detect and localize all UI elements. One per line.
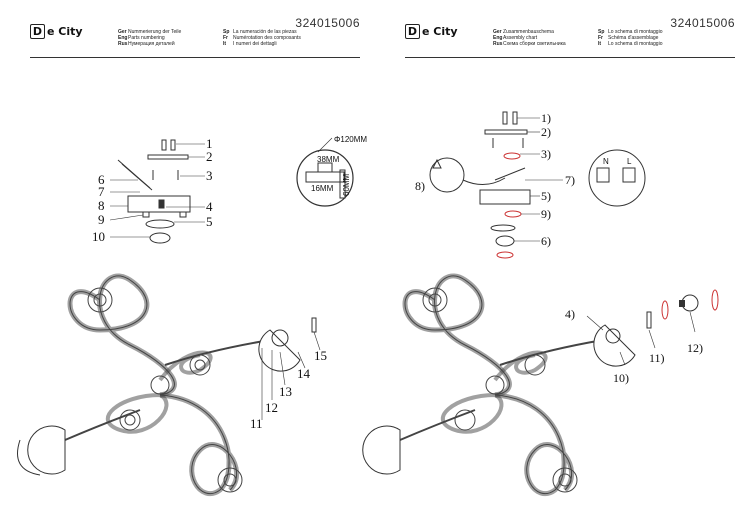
lamp-shade-exploded <box>593 289 719 367</box>
header-rule <box>405 57 735 58</box>
screw-part <box>161 139 167 151</box>
logo-glyph: D <box>405 24 420 39</box>
screw-part <box>170 139 176 151</box>
step-label: 2) <box>541 125 551 139</box>
step-label: 12) <box>687 341 703 355</box>
lamp-shade-right <box>258 317 317 372</box>
part-label: 8 <box>98 198 105 213</box>
chandelier-drawing <box>399 273 604 497</box>
part-label: 15 <box>314 348 327 363</box>
dimension-height: 60MM <box>342 173 351 196</box>
canopy-exploded-view <box>117 139 191 244</box>
step-label: 7) <box>565 173 575 187</box>
step-label: 11) <box>649 351 665 365</box>
part-label: 6 <box>98 172 105 187</box>
logo-text: e City <box>47 25 83 38</box>
assembly-diagram: 1) 2) 3) 5) 6) 7) 8) 9) N L <box>362 111 719 497</box>
part-label: 1 <box>206 136 213 151</box>
part-label: 7 <box>98 184 105 199</box>
canopy-body <box>127 195 191 213</box>
brand-logo: D e City <box>30 24 83 39</box>
lamp-shade-left <box>362 425 401 475</box>
step-label: 10) <box>613 371 629 385</box>
product-code: 324015006 <box>670 16 735 30</box>
wiring-neutral: N <box>603 157 609 166</box>
part-label: 9 <box>98 212 105 227</box>
lamp-shade-left <box>17 425 66 476</box>
step-label: 5) <box>541 189 551 203</box>
part-label: 2 <box>206 149 213 164</box>
wiring-live: L <box>627 157 632 166</box>
warning-icon <box>432 158 442 169</box>
step-label: 1) <box>541 111 551 125</box>
step-label: 6) <box>541 234 551 248</box>
step-label: 8) <box>415 179 425 193</box>
chandelier-drawing <box>64 273 271 497</box>
part-label: 10 <box>92 229 105 244</box>
part-label: 14 <box>297 366 311 381</box>
step-label: 9) <box>541 207 551 221</box>
part-label: 12 <box>265 400 278 415</box>
brand-logo: D e City <box>405 24 458 39</box>
screw-part <box>502 111 508 125</box>
part-label: 11 <box>250 416 263 431</box>
part-label: 5 <box>206 214 213 229</box>
sheet-header: D e City 324015006 GerNummerierung der T… <box>30 14 360 60</box>
product-code: 324015006 <box>295 16 360 30</box>
canopy-assembly-view <box>429 111 646 259</box>
canopy-ring <box>145 219 175 229</box>
canopy-cap <box>149 232 171 244</box>
header-rule <box>30 57 360 58</box>
part-label: 13 <box>279 384 292 399</box>
screw-part <box>512 111 518 125</box>
parts-numbering-sheet: D e City 324015006 GerNummerierung der T… <box>17 14 367 497</box>
dimension-diameter: Φ120MM <box>334 135 367 144</box>
canopy-dimension-diagram <box>296 137 354 207</box>
part-label: 4 <box>206 199 213 214</box>
step-label: 3) <box>541 147 551 161</box>
mounting-bracket <box>147 154 189 160</box>
logo-glyph: D <box>30 24 45 39</box>
dimension-width-top: 38MM <box>317 155 340 164</box>
step-label: 4) <box>565 307 575 321</box>
part-label: 3 <box>206 168 213 183</box>
parts-diagram: 1 2 3 4 5 6 7 8 9 10 Φ120MM 38MM 16MM 60… <box>17 135 367 497</box>
logo-text: e City <box>422 25 458 38</box>
dimension-width-bottom: 16MM <box>311 184 334 193</box>
